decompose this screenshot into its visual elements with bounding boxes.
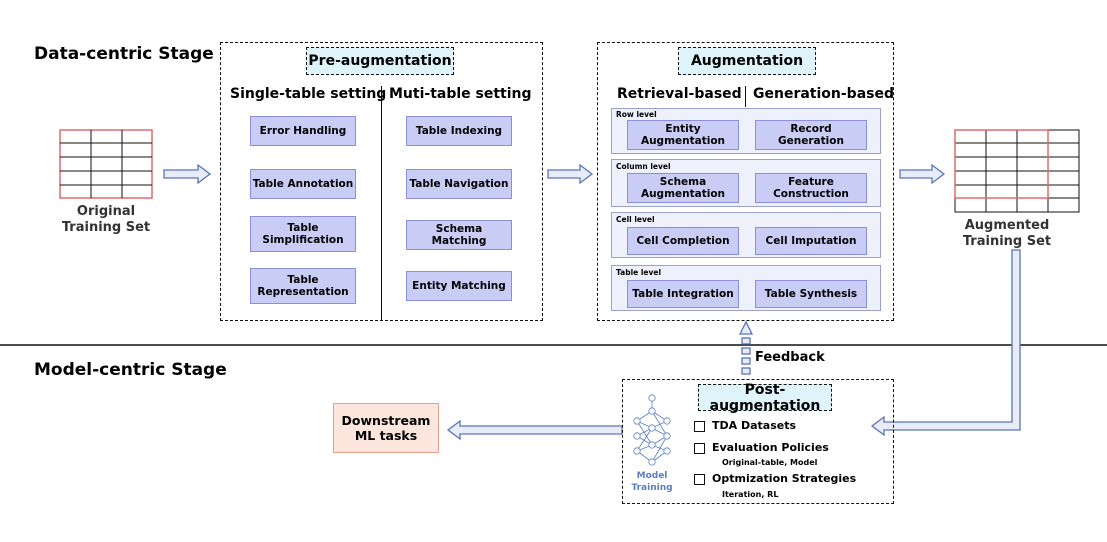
generation-based-header: Generation-based — [753, 86, 895, 102]
augmentation-divider — [745, 86, 746, 107]
column-level-label: Column level — [616, 162, 671, 171]
entity-augmentation-box: Entity Augmentation — [627, 120, 739, 150]
multi-table-header: Muti-table setting — [389, 86, 532, 102]
post-augmentation-panel — [622, 379, 894, 504]
original-label-line2: Training Set — [61, 220, 151, 236]
tda-datasets-checkbox[interactable] — [694, 421, 705, 432]
evaluation-policies-checkbox[interactable] — [694, 443, 705, 454]
feedback-label: Feedback — [755, 350, 825, 365]
downstream-line2: ML tasks — [354, 428, 418, 443]
optimization-strategies-sub: Iteration, RL — [722, 490, 779, 499]
pre-augmentation-title: Pre-augmentation — [306, 47, 454, 75]
retrieval-based-header: Retrieval-based — [617, 86, 742, 102]
evaluation-policies-text: Evaluation Policies — [712, 441, 829, 454]
table-annotation-box: Table Annotation — [250, 169, 356, 199]
error-handling-box: Error Handling — [250, 116, 356, 146]
arrow-post-to-downstream — [446, 419, 623, 441]
table-indexing-box: Table Indexing — [406, 116, 512, 146]
table-simplification-box: Table Simplification — [250, 216, 356, 252]
augmented-training-set-label: Augmented Training Set — [945, 218, 1069, 251]
original-training-set-label: Original Training Set — [60, 204, 152, 237]
row-level-label: Row level — [616, 110, 657, 119]
augmented-label-line1: Augmented — [964, 218, 1050, 233]
arrow-pre-to-aug — [547, 163, 594, 185]
model-label-line2: Training — [631, 482, 673, 493]
optimization-strategies-text: Optmization Strategies — [712, 472, 857, 485]
pre-augmentation-divider — [381, 86, 382, 321]
single-table-header: Single-table setting — [230, 86, 387, 102]
table-synthesis-box: Table Synthesis — [755, 280, 867, 308]
evaluation-policies-sub: Original-table, Model — [722, 458, 818, 467]
tda-datasets-text: TDA Datasets — [712, 419, 797, 432]
downstream-ml-tasks-box: Downstream ML tasks — [333, 403, 439, 453]
model-centric-stage-title: Model-centric Stage — [34, 360, 227, 380]
feedback-arrowhead — [738, 320, 754, 335]
downstream-line1: Downstream — [341, 413, 431, 428]
cell-imputation-box: Cell Imputation — [755, 227, 867, 255]
augmentation-panel — [597, 42, 894, 321]
arrow-original-to-pre — [163, 163, 212, 185]
schema-matching-box: Schema Matching — [406, 220, 512, 250]
table-integration-box: Table Integration — [627, 280, 739, 308]
table-representation-box: Table Representation — [250, 268, 356, 304]
cell-level-label: Cell level — [616, 215, 655, 224]
entity-matching-box: Entity Matching — [406, 271, 512, 301]
original-label-line1: Original — [76, 204, 136, 219]
record-generation-box: Record Generation — [755, 120, 867, 150]
augmentation-title: Augmentation — [678, 47, 816, 75]
optimization-strategies-checkbox[interactable] — [694, 474, 705, 485]
augmented-label-line2: Training Set — [962, 234, 1052, 250]
cell-completion-box: Cell Completion — [627, 227, 739, 255]
feature-construction-box: Feature Construction — [755, 173, 867, 203]
original-table-icon — [59, 129, 153, 199]
arrow-aug-to-augmented — [899, 163, 946, 185]
model-training-label: Model Training — [626, 471, 678, 494]
table-navigation-box: Table Navigation — [406, 169, 512, 199]
feedback-dash-3 — [741, 347, 751, 355]
feedback-dash-1 — [741, 367, 751, 375]
feedback-dash-4 — [741, 337, 751, 345]
table-level-label: Table level — [616, 268, 662, 277]
augmented-table-icon — [954, 129, 1080, 213]
post-augmentation-title: Post-augmentation — [698, 382, 832, 414]
arrow-augmented-to-post — [870, 249, 1021, 437]
data-centric-stage-title: Data-centric Stage — [34, 44, 214, 64]
schema-augmentation-box: Schema Augmentation — [627, 173, 739, 203]
model-label-line1: Model — [636, 471, 668, 481]
neural-network-icon — [633, 394, 671, 466]
feedback-dash-2 — [741, 357, 751, 365]
